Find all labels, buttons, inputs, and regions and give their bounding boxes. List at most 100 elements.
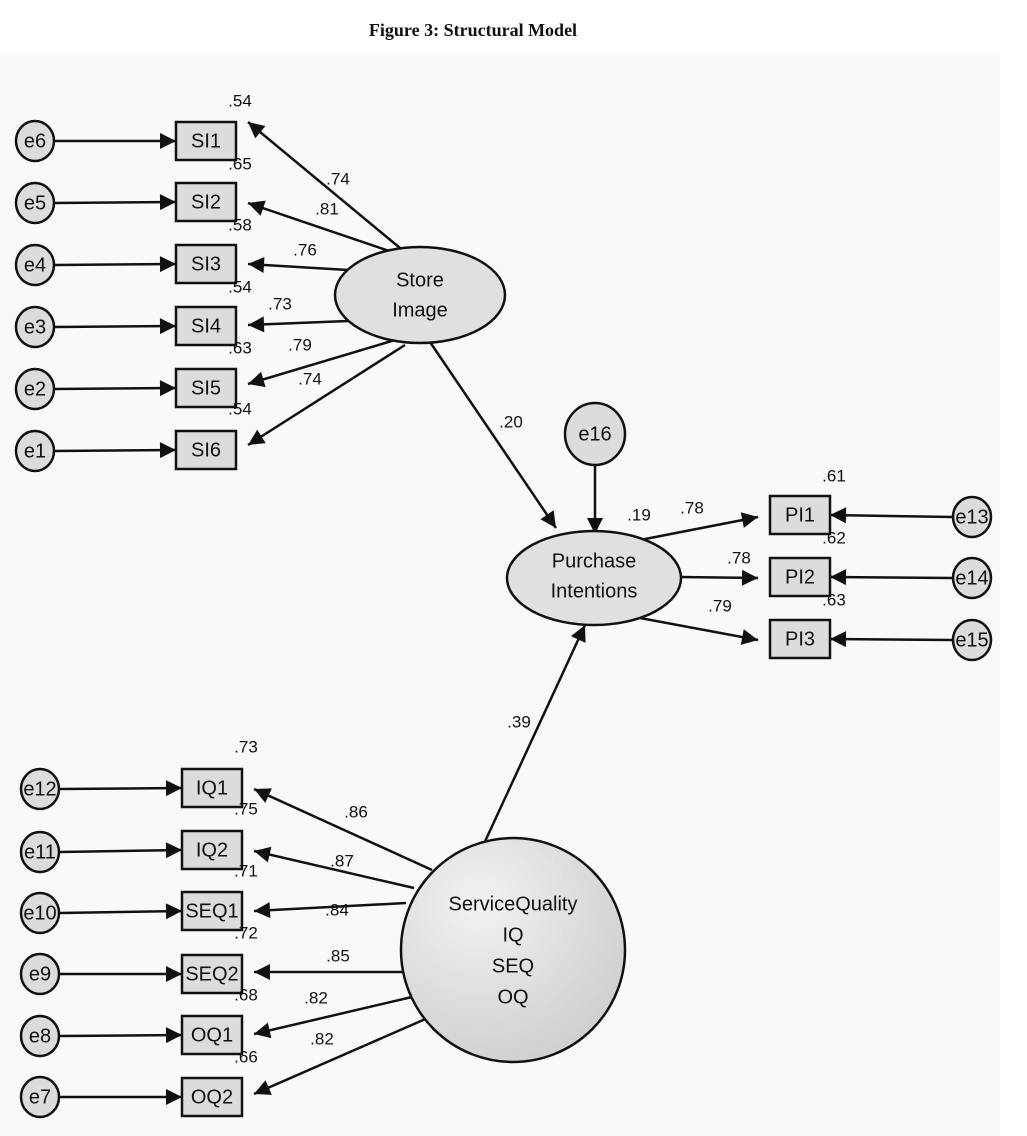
latent-service-quality-line-3: SEQ [492,955,534,977]
latent-purchase-intentions [505,529,683,627]
indicator-pi1-loading-path [639,512,759,542]
indicator-si6-error-circle [14,429,56,473]
indicator-si5-error-path [54,380,177,397]
indicator-seq1-error-label: e10 [23,902,56,924]
indicator-si3-error-label: e4 [24,254,46,276]
latent-service-quality-line-1: ServiceQuality [449,893,578,915]
indicator-seq2-r2-label: .72 [234,923,258,942]
indicator-oq2-loading-path [253,1015,431,1096]
indicator-pi3-error-circle [951,618,993,662]
indicator-si3-box [174,243,238,285]
indicator-si6-loading-path [247,343,406,447]
indicator-pi1-loading-label: .78 [680,498,704,517]
latent-service-quality-line-4: OQ [497,986,528,1008]
indicator-si1-box [174,120,238,162]
indicator-si5-r2-label: .63 [228,338,252,357]
indicator-iq1-loading-label: .86 [344,802,368,821]
indicator-oq2-label: OQ2 [191,1086,233,1108]
indicator-iq1-loading-path [253,787,433,872]
indicator-si5-loading-path [247,338,396,388]
indicator-si3-loading-label: .76 [293,240,317,259]
latent-store-image-line-2: Image [392,299,448,321]
indicator-seq1-r2-label: .71 [234,861,258,880]
indicator-seq2-loading-label: .85 [326,946,350,965]
indicator-seq2-box [180,953,244,995]
indicator-seq2-error-label: e9 [29,963,51,985]
nodes-layer [14,119,993,1119]
latent-purchase-intentions-line-1: Purchase [552,550,637,572]
figure-caption: Figure 3: Structural Model [368,20,578,40]
labels-layer: SI1e6.54.74SI2e5.65.81SI3e4.58.76SI4e3.5… [23,91,988,1108]
indicator-si2-label: SI2 [191,191,221,213]
indicator-si5-box [174,367,238,409]
indicator-seq2-error-circle [19,952,61,996]
latent-service-quality [399,836,627,1064]
indicator-pi2-error-label: e14 [955,567,988,589]
indicator-oq2-loading-label: .82 [310,1029,334,1048]
indicator-si1-error-label: e6 [24,130,46,152]
indicator-seq2-label: SEQ2 [185,963,238,985]
indicator-si1-loading-label: .74 [326,169,350,188]
indicator-iq1-error-path [59,780,183,797]
indicator-pi2-box [768,556,832,598]
indicator-pi3-label: PI3 [785,628,815,650]
indicator-si3-error-path [54,256,177,273]
indicator-iq2-loading-path [253,846,415,890]
indicator-pi3-loading-path [639,616,759,645]
indicator-oq1-label: OQ1 [191,1024,233,1046]
indicator-pi2-label: PI2 [785,566,815,588]
indicator-pi3-loading-label: .79 [708,596,732,615]
indicator-si2-error-path [54,194,177,211]
indicator-si2-r2-label: .65 [228,154,252,173]
indicator-si6-error-label: e1 [24,440,46,462]
indicator-si6-label: SI6 [191,439,221,461]
indicator-oq1-error-label: e8 [29,1025,51,1047]
latent-purchase-intentions-line-2: Intentions [551,580,638,602]
indicator-pi1-r2-label: .61 [822,466,846,485]
indicator-si6-loading-label: .74 [298,369,322,388]
indicator-si1-error-circle [14,119,56,163]
indicator-si4-error-circle [14,305,56,349]
indicator-pi3-r2-label: .63 [822,590,846,609]
indicator-iq1-box [180,767,244,809]
indicator-si6-r2-label: .54 [228,399,252,418]
indicator-si5-label: SI5 [191,377,221,399]
indicator-si2-error-label: e5 [24,192,46,214]
indicator-si5-loading-label: .79 [288,335,312,354]
indicator-si3-error-circle [14,243,56,287]
indicator-pi1-box [768,494,832,536]
indicator-pi2-error-circle [951,556,993,600]
indicator-seq1-label: SEQ1 [185,900,238,922]
indicator-seq1-box [180,890,244,932]
indicator-si2-loading-path [247,200,396,255]
indicator-si1-loading-path [247,121,401,249]
indicator-seq1-loading-label: .84 [325,900,349,919]
indicator-si3-r2-label: .58 [228,215,252,234]
indicator-iq1-r2-label: .73 [234,737,258,756]
latent-store-image [333,245,507,345]
indicator-oq1-error-circle [19,1014,61,1058]
indicator-seq1-loading-path [253,901,407,919]
store-image-to-pi-coef: .20 [499,412,523,431]
disturbance-e16-circle [563,401,627,467]
indicator-oq1-r2-label: .68 [234,985,258,1004]
indicator-si3-loading-path [247,256,349,273]
indicator-oq1-error-path [59,1027,183,1044]
indicator-seq1-error-path [59,903,183,920]
indicator-si2-loading-label: .81 [315,199,339,218]
indicator-oq1-loading-path [253,995,413,1039]
indicator-pi1-label: PI1 [785,504,815,526]
indicator-si4-error-path [54,318,177,335]
indicator-si5-error-circle [14,367,56,411]
indicator-pi1-error-path [829,507,953,524]
indicator-si4-loading-label: .73 [268,294,292,313]
indicator-oq2-r2-label: .66 [234,1047,258,1066]
indicator-si3-label: SI3 [191,253,221,275]
indicator-si4-label: SI4 [191,315,221,337]
indicator-si6-error-path [54,442,177,459]
indicator-iq2-label: IQ2 [196,839,228,861]
indicator-si1-r2-label: .54 [228,91,252,110]
indicator-iq2-box [180,829,244,871]
